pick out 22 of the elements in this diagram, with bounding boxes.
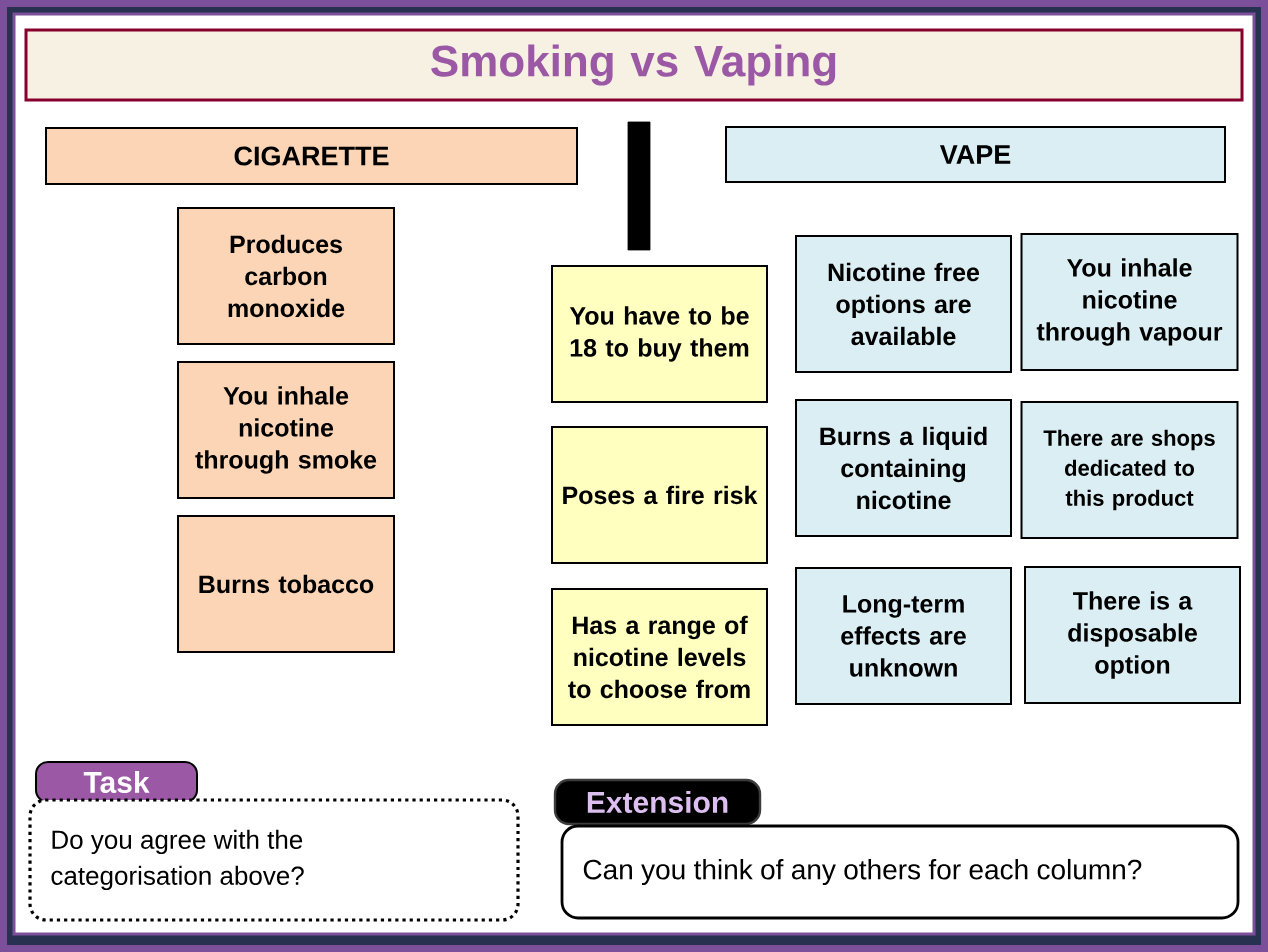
extension-box — [560, 824, 1240, 920]
statement-card: Burns tobacco — [177, 515, 395, 653]
statement-card: Poses a fire risk — [551, 426, 768, 564]
title-banner: Smoking vs Vaping — [24, 28, 1244, 102]
statement-card: Burns a liquid containing nicotine — [795, 399, 1012, 537]
statement-card: Has a range of nicotine levels to choose from — [551, 588, 768, 726]
statement-card: Long-term effects are unknown — [795, 567, 1012, 705]
statement-card: There are shops dedicated to this product — [1020, 401, 1239, 539]
divider-bar — [627, 121, 651, 251]
task-tab: Task — [35, 761, 198, 803]
statement-card: There is a disposable option — [1024, 566, 1241, 704]
statement-card: Nicotine free options are available — [795, 235, 1012, 373]
statement-card: You inhale nicotine through smoke — [177, 361, 395, 499]
statement-card: Produces carbon monoxide — [177, 207, 395, 345]
task-box — [28, 798, 520, 922]
extension-tab: Extension — [553, 778, 762, 826]
task-box-text: Do you agree with the categorisation above? — [51, 829, 304, 891]
column-heading: VAPE — [725, 126, 1226, 183]
statement-card: You have to be 18 to buy them — [551, 265, 768, 403]
extension-box-text: Can you think of any others for each column? — [583, 858, 1142, 886]
statement-card: You inhale nicotine through vapour — [1020, 233, 1239, 371]
column-heading: CIGARETTE — [45, 127, 578, 185]
